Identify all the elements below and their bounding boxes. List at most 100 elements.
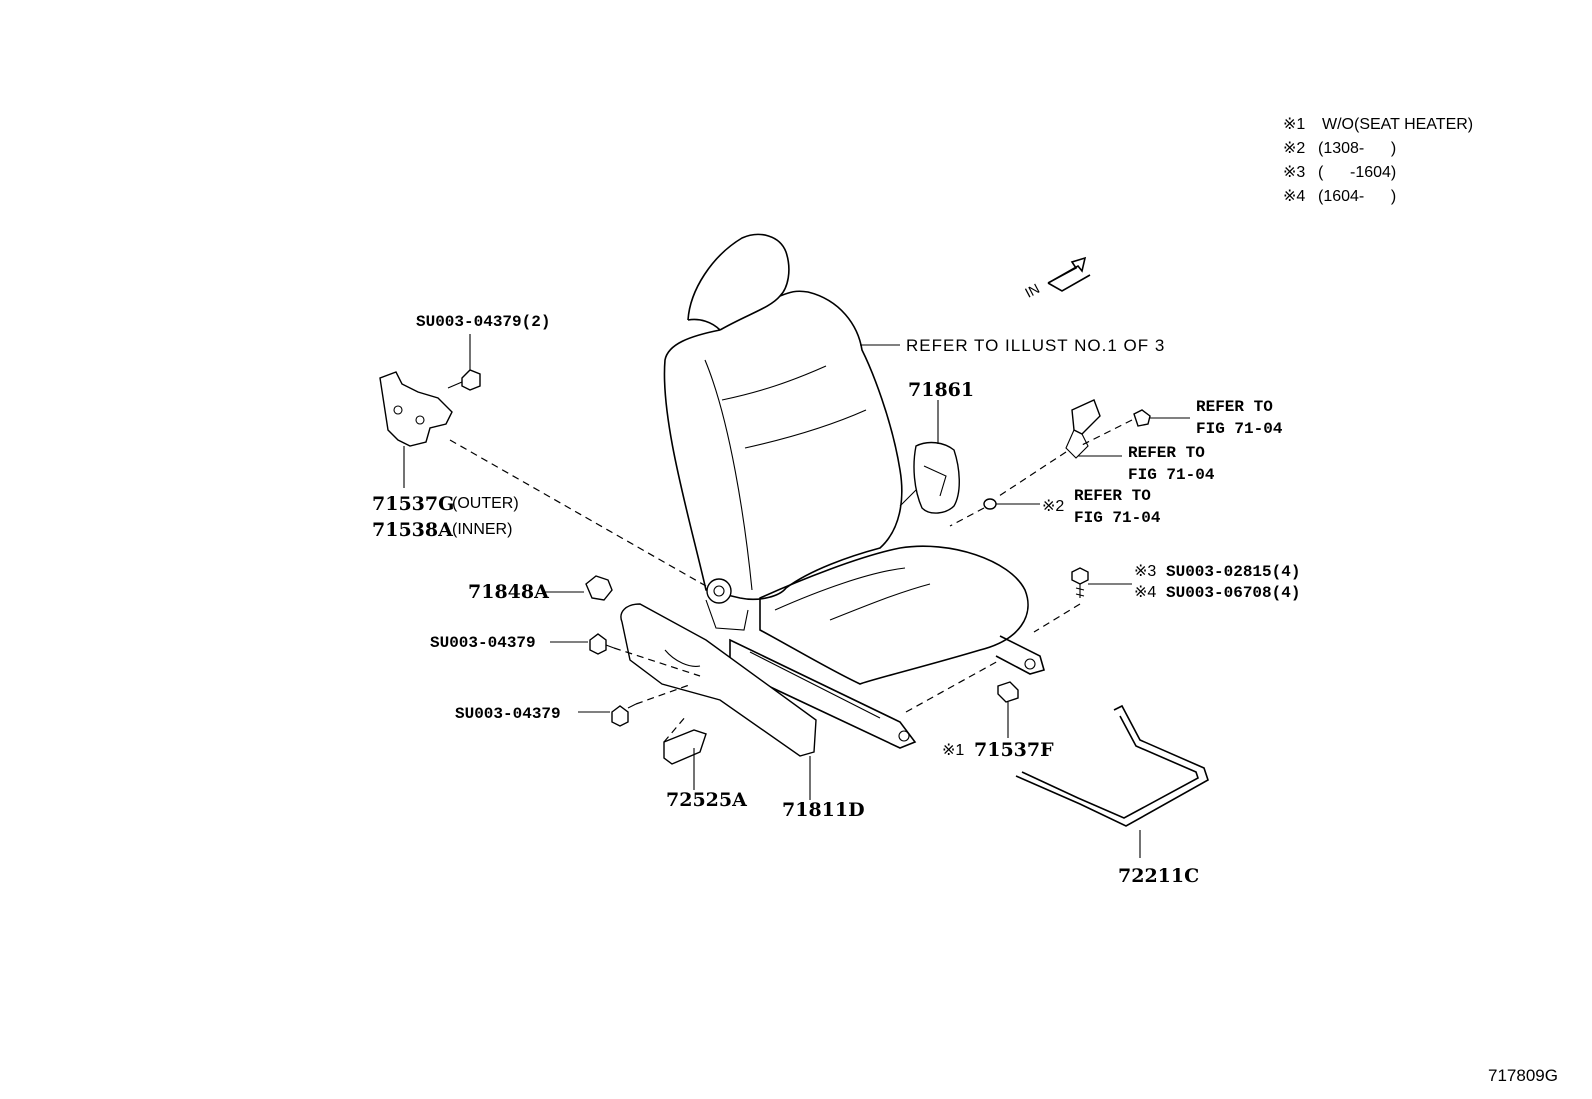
side-cover-detail — [664, 649, 701, 667]
dash-bolt-to-rail — [1033, 603, 1081, 633]
part-72525a-knob — [663, 715, 707, 790]
headrest-outline — [687, 233, 790, 331]
screw-su003-04379-low — [578, 683, 693, 727]
label-su003-04379-mid: SU003-04379 — [430, 634, 536, 652]
note-3-mark: ※3 — [1283, 164, 1305, 181]
buckle-strap — [1065, 429, 1089, 459]
wire-inner — [1021, 715, 1199, 819]
label-refer-3a: REFER TO — [1074, 487, 1151, 505]
part-71811d-side-cover — [620, 603, 817, 800]
screw-head-icon — [461, 369, 481, 391]
seatback-side-bolster — [704, 359, 753, 591]
dash-buckle-to-washer — [995, 451, 1067, 499]
dash-72525a — [663, 715, 687, 743]
direction-label: IN — [1022, 280, 1042, 301]
label-71537g-note: (OUTER) — [452, 495, 519, 512]
side-bracket-shape — [379, 371, 453, 447]
label-71538a-note: (INNER) — [452, 521, 512, 538]
label-refer-2b: FIG 71-04 — [1128, 466, 1215, 484]
notes-legend: ※1 W/O(SEAT HEATER) ※2 (1308- ) ※3 ( -16… — [1283, 116, 1473, 205]
label-71848a: 71848A — [468, 581, 549, 603]
arrow-icon — [1047, 256, 1087, 284]
buckle-icon — [1071, 399, 1101, 435]
seatback-outline — [663, 290, 903, 601]
label-71538a: 71538A — [372, 519, 453, 541]
note-4-mark: ※4 — [1283, 188, 1305, 205]
bolt-shank — [1075, 584, 1085, 598]
screw-su003-04379-top — [447, 334, 481, 391]
screw-su003-04379-mid — [550, 633, 701, 677]
shield-cover-detail — [923, 465, 947, 497]
dash-71537g-to-seat — [449, 439, 707, 587]
label-bolt-4-mark: ※4 — [1134, 584, 1156, 601]
dash-su-mid — [613, 647, 701, 677]
part-71537g-bracket — [379, 371, 707, 587]
knob-shape — [663, 729, 707, 765]
dash-rail-front — [905, 659, 1001, 713]
bracket-hole-2 — [415, 415, 425, 425]
label-refer-3-mark: ※2 — [1042, 498, 1064, 515]
headrest-base — [687, 318, 721, 331]
label-71537f-mark: ※1 — [942, 742, 964, 759]
screw-head-icon — [589, 633, 607, 655]
label-71537f: 71537F — [974, 739, 1054, 761]
label-su003-04379-2: SU003-04379(2) — [416, 313, 550, 331]
part-72211c-wire-frame — [1015, 704, 1209, 858]
label-72525a: 72525A — [666, 789, 747, 811]
seatbelt-buckle-group — [949, 399, 1190, 527]
label-71537g: 71537G — [372, 493, 454, 515]
wire-outer — [1015, 704, 1209, 827]
part-71537f — [997, 681, 1019, 738]
washer-icon — [983, 498, 997, 510]
label-72211c: 72211C — [1118, 865, 1199, 887]
label-refer-1a: REFER TO — [1196, 398, 1273, 416]
bolt-head-icon — [1071, 567, 1089, 585]
dash-su-low — [635, 683, 693, 705]
seat-assembly-drawing — [663, 233, 1045, 749]
label-bolt-4: SU003-06708(4) — [1166, 584, 1300, 602]
label-bolt-3: SU003-02815(4) — [1166, 563, 1300, 581]
seat-rail-left-slot — [749, 651, 881, 719]
clip-71848a-icon — [585, 575, 613, 601]
note-1-mark: ※1 — [1283, 116, 1305, 133]
bolt-group — [1033, 567, 1132, 633]
note-2-mark: ※2 — [1283, 140, 1305, 157]
seat-rail-right — [995, 635, 1045, 675]
cushion-stitch-2 — [829, 583, 931, 621]
screw-head-icon — [611, 705, 629, 727]
recliner-hub — [706, 578, 732, 604]
refer-illust-label: REFER TO ILLUST NO.1 OF 3 — [906, 336, 1165, 355]
label-refer-3b: FIG 71-04 — [1074, 509, 1161, 527]
label-71811d: 71811D — [782, 799, 865, 821]
screw-shank — [627, 703, 637, 709]
label-refer-2a: REFER TO — [1128, 444, 1205, 462]
dash-washer-to-seat — [949, 507, 985, 527]
cover-to-seat-line — [899, 489, 917, 507]
rail-bolt-hole-rear — [1024, 658, 1036, 670]
note-3-text: ( -1604) — [1318, 164, 1396, 181]
part-71861-cover — [899, 400, 960, 514]
screw-shank — [605, 644, 615, 649]
bracket-hole-1 — [393, 405, 403, 415]
screw-shank — [447, 381, 463, 389]
label-su003-04379-low: SU003-04379 — [455, 705, 561, 723]
note-4-text: (1604- ) — [1318, 188, 1396, 205]
figure-id: 717809G — [1488, 1066, 1558, 1085]
label-refer-1b: FIG 71-04 — [1196, 420, 1283, 438]
arrow-lower-edge — [1047, 274, 1091, 292]
seatback-stitch-2 — [744, 409, 867, 449]
rail-bolt-hole-front — [898, 730, 910, 742]
note-1-text: W/O(SEAT HEATER) — [1322, 116, 1473, 133]
side-cover-shape — [620, 603, 817, 757]
nut-icon — [1133, 409, 1151, 427]
seatback-stitch-1 — [721, 365, 827, 401]
direction-arrow: IN — [1022, 256, 1091, 301]
recliner-bracket — [705, 599, 749, 631]
seat-cushion-outline — [759, 545, 1029, 685]
cushion-stitch-1 — [774, 567, 906, 611]
label-bolt-3-mark: ※3 — [1134, 563, 1156, 580]
shield-cover-shape — [913, 441, 960, 514]
dash-nut-to-buckle — [1079, 419, 1133, 447]
note-2-text: (1308- ) — [1318, 140, 1396, 157]
